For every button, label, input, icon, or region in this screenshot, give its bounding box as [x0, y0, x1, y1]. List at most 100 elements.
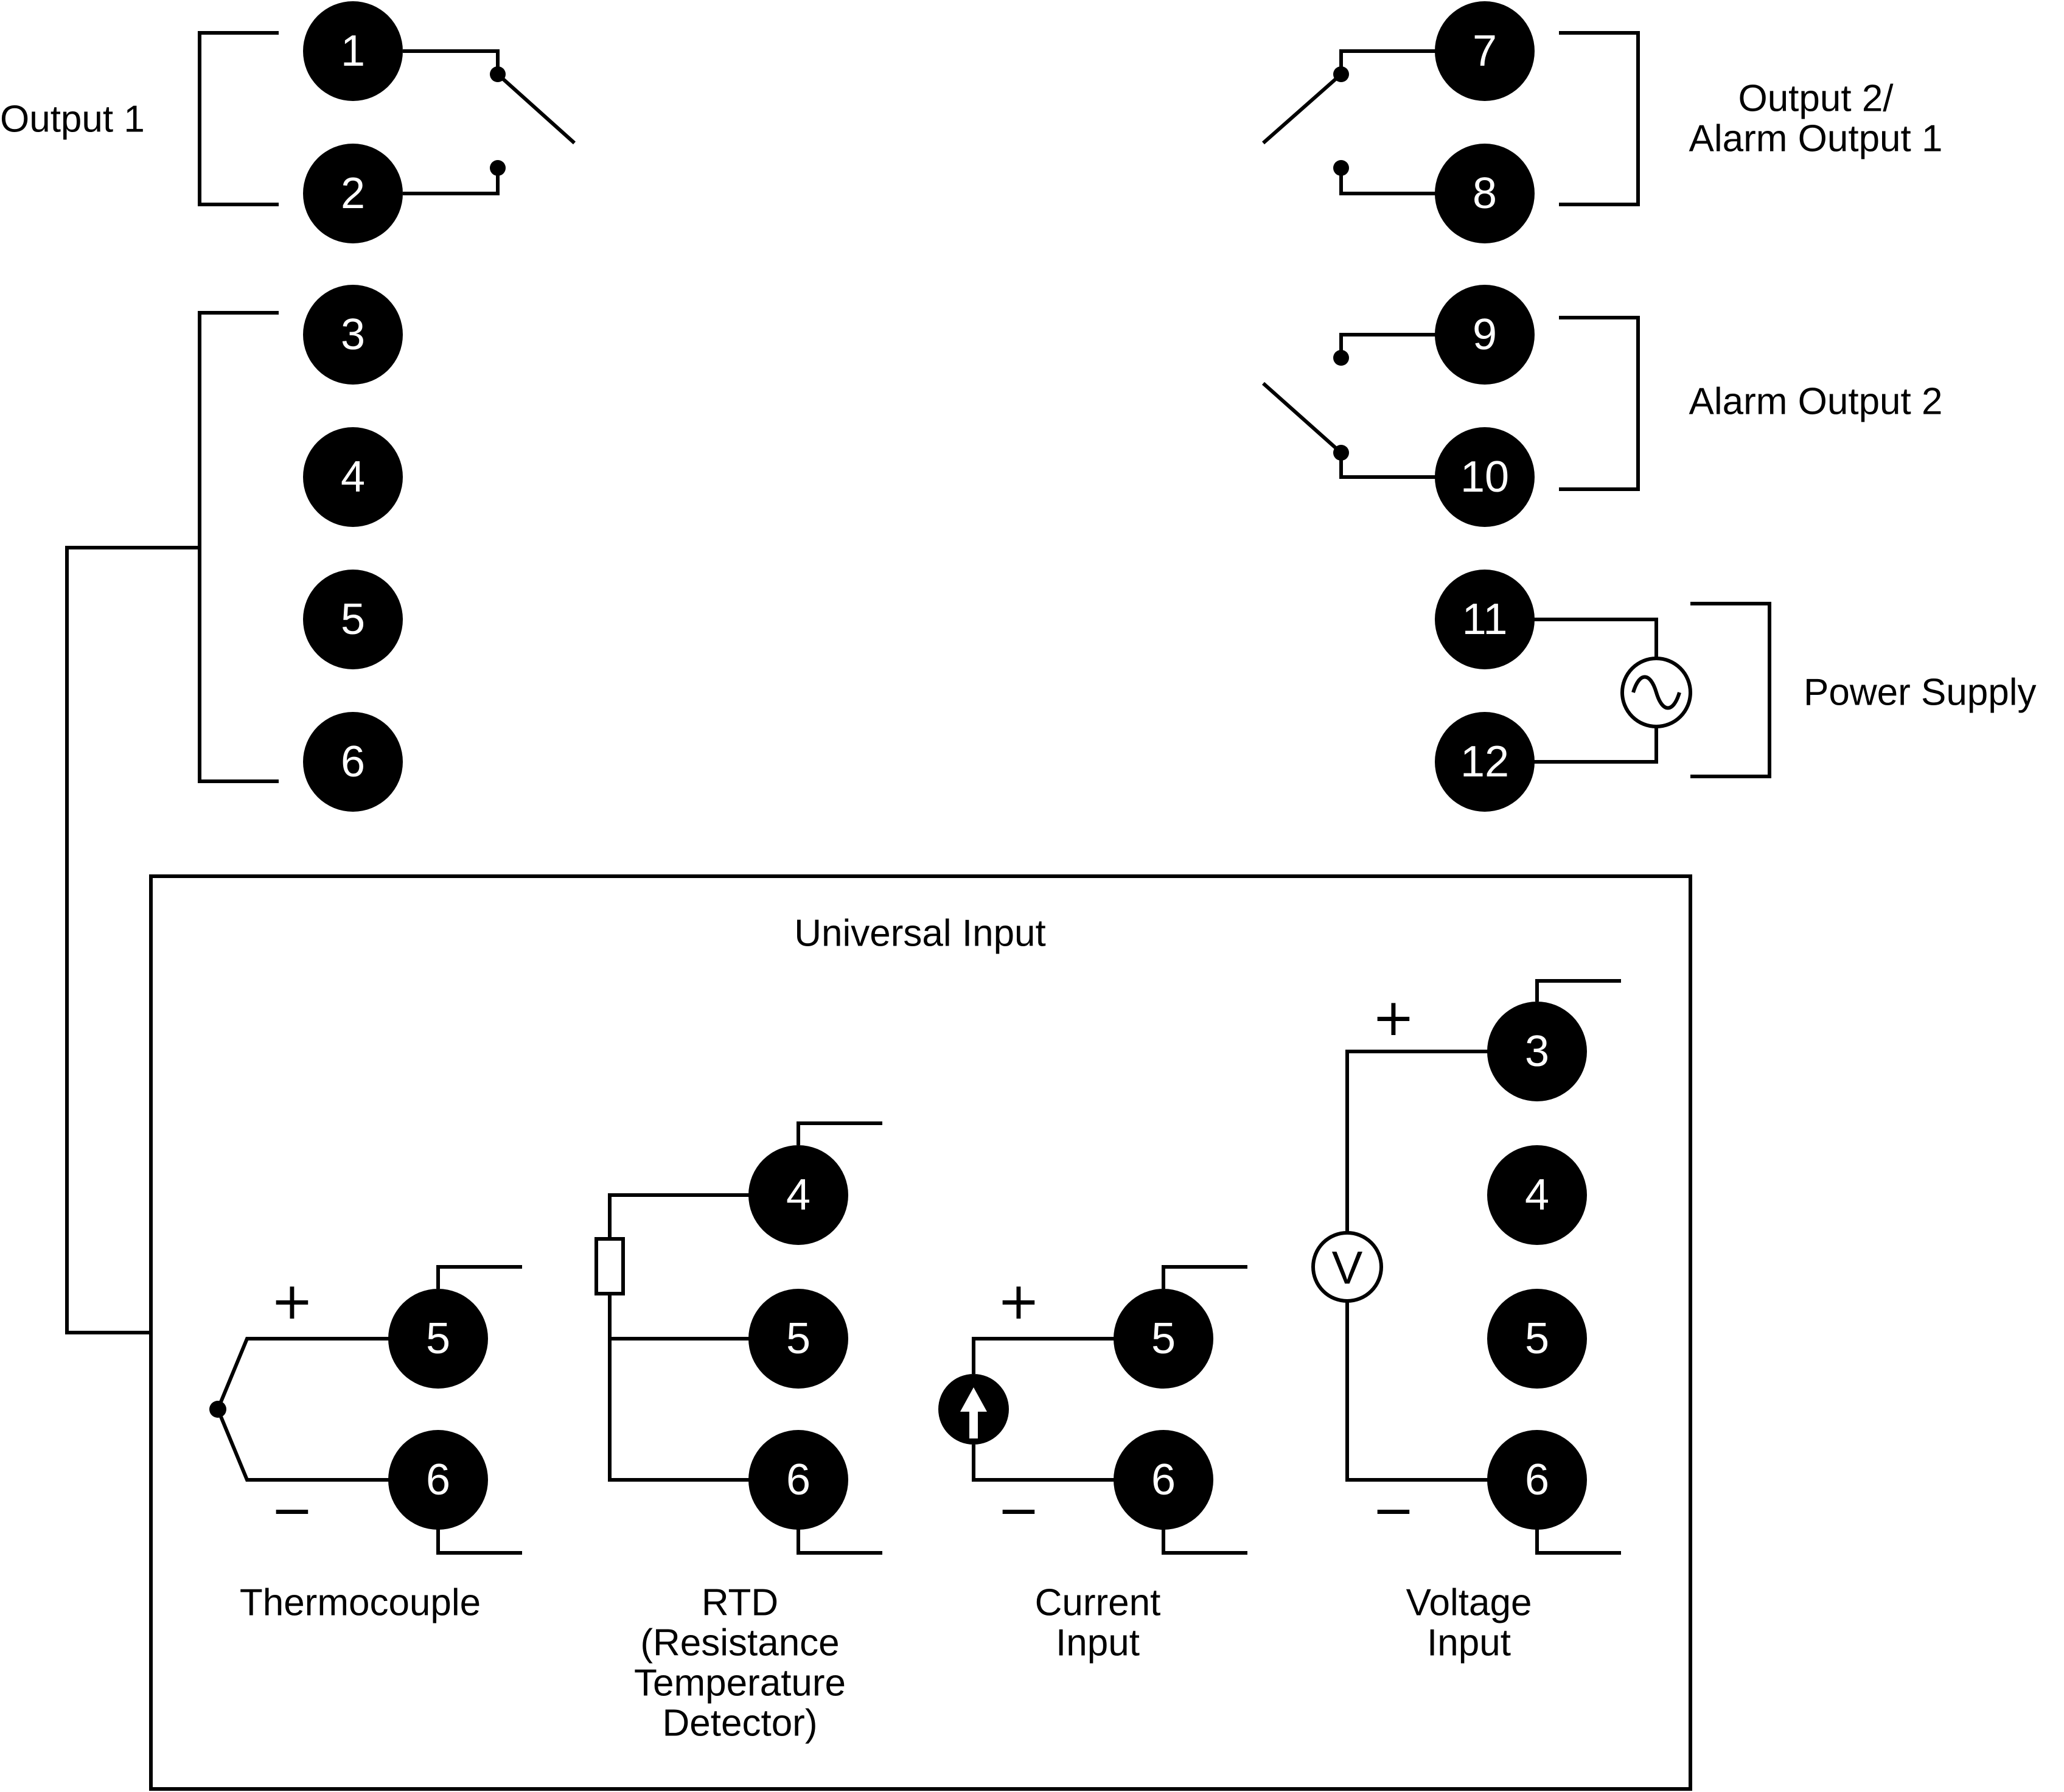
terminal-11-label: 11: [1462, 595, 1508, 644]
current-input-wires: [972, 1337, 1115, 1482]
current-input-group: + − 5 6 Current Input: [938, 1265, 1247, 1664]
rtd-terminal-6-label: 6: [786, 1456, 811, 1504]
rtd-label-line3: Temperature: [634, 1662, 846, 1704]
resistor-icon: [594, 1237, 625, 1295]
alarm2-switch-blade: [1262, 382, 1342, 455]
output1-contact-wires: [403, 49, 500, 195]
terminal-7-label: 7: [1473, 27, 1497, 75]
voltage-terminal-6-label: 6: [1525, 1456, 1549, 1504]
alarm2-label: Alarm Output 2: [1689, 381, 1943, 423]
thermocouple-minus: −: [271, 1480, 313, 1540]
voltage-terminal-4: [1487, 1145, 1587, 1245]
terminal-8-label: 8: [1473, 169, 1497, 218]
output1-contact-dot-b: [490, 160, 506, 176]
voltmeter-label: V: [1332, 1243, 1363, 1294]
output1-contact-dot-a: [490, 66, 506, 82]
terminal-6: 6: [303, 712, 403, 812]
alarm2-contact-dot-b: [1333, 445, 1349, 461]
output2-bracket: [1559, 31, 1640, 206]
current-stub-wires: [1162, 1265, 1247, 1555]
universal-input-title: Universal Input: [794, 913, 1046, 955]
power-supply-label: Power Supply: [1804, 672, 2037, 714]
voltage-terminal-5-label: 5: [1525, 1314, 1549, 1363]
thermocouple-terminal-5-label: 5: [426, 1314, 450, 1363]
output2-contact-dot-b: [1333, 160, 1349, 176]
terminal-2-label: 2: [341, 169, 365, 218]
current-minus: −: [997, 1480, 1040, 1540]
thermocouple-label: Thermocouple: [240, 1582, 481, 1624]
rtd-label-line4: Detector): [663, 1703, 818, 1745]
voltage-terminal-6: [1487, 1430, 1587, 1530]
terminal-10-label: 10: [1460, 453, 1509, 501]
output2-switch-blade: [1262, 72, 1342, 145]
terminal-5-label: 5: [341, 595, 365, 644]
universal-input-box: [149, 874, 1692, 1791]
power-wires: [1529, 618, 1658, 764]
output2-contact-dot-a: [1333, 66, 1349, 82]
terminal-9: 9: [1435, 285, 1535, 385]
voltmeter-icon: [1311, 1231, 1383, 1303]
rtd-stub-wires: [797, 1121, 882, 1555]
thermocouple-terminal-5: [388, 1289, 488, 1389]
current-plus: +: [997, 1271, 1040, 1331]
terminal-7: 7: [1435, 1, 1535, 101]
voltage-terminal-4-label: 4: [1525, 1171, 1549, 1219]
terminal-4: 4: [303, 427, 403, 527]
voltage-input-wires: [1345, 1050, 1488, 1482]
thermocouple-stub-wires: [436, 1265, 522, 1555]
output2-label-line2: Alarm Output 1: [1689, 118, 1943, 160]
terminal-2: 2: [303, 144, 403, 243]
output2-contact-wires: [1339, 49, 1437, 195]
voltage-terminal-3-label: 3: [1525, 1027, 1549, 1076]
terminal-10: 10: [1435, 427, 1535, 527]
rtd-terminal-4: [748, 1145, 848, 1245]
terminal-12: 12: [1435, 712, 1535, 812]
terminal-1-label: 1: [341, 27, 365, 75]
thermocouple-plus: +: [271, 1271, 313, 1331]
current-label-line2: Input: [1056, 1622, 1140, 1664]
terminal-9-label: 9: [1473, 310, 1497, 359]
current-terminal-5-label: 5: [1151, 1314, 1176, 1363]
current-terminal-5: [1114, 1289, 1213, 1389]
terminal-4-label: 4: [341, 453, 365, 501]
rtd-wires: [608, 1193, 750, 1482]
terminal-3-label: 3: [341, 310, 365, 359]
voltage-label-line1: Voltage: [1406, 1582, 1532, 1624]
terminal-11: 11: [1435, 570, 1535, 669]
input-bracket: [198, 311, 279, 783]
alarm2-contact-wires: [1339, 333, 1437, 479]
thermocouple-junction-dot: [209, 1401, 226, 1418]
output2-label-line1: Output 2/: [1738, 78, 1894, 120]
terminal-5: 5: [303, 570, 403, 669]
alarm2-contact-dot-a: [1333, 350, 1349, 366]
rtd-terminal-5: [748, 1289, 848, 1389]
terminal-12-label: 12: [1460, 737, 1509, 786]
voltage-minus: −: [1372, 1480, 1415, 1540]
thermocouple-group: + − 5 6 Thermocouple: [209, 1265, 522, 1624]
terminal-1: 1: [303, 1, 403, 101]
voltage-terminal-5: [1487, 1289, 1587, 1389]
rtd-group: 4 5 6 RTD (Resistance Temperature Detect…: [594, 1121, 882, 1745]
current-terminal-6-label: 6: [1151, 1456, 1176, 1504]
current-label-line1: Current: [1035, 1582, 1161, 1624]
sine-wave-icon: [1631, 675, 1681, 710]
alarm2-bracket: [1559, 316, 1640, 491]
voltage-terminal-3: [1487, 1002, 1587, 1101]
rtd-terminal-6: [748, 1430, 848, 1530]
terminal-8: 8: [1435, 144, 1535, 243]
rtd-label-line2: (Resistance: [640, 1622, 839, 1664]
rtd-terminal-4-label: 4: [786, 1171, 811, 1219]
current-terminal-6: [1114, 1430, 1213, 1530]
thermocouple-terminal-6: [388, 1430, 488, 1530]
output1-label: Output 1: [0, 99, 145, 141]
voltage-plus: +: [1372, 988, 1415, 1047]
current-arrow-icon: [960, 1387, 987, 1438]
output1-bracket: [198, 31, 279, 206]
power-bracket: [1690, 602, 1771, 778]
ac-source-symbol: [1620, 657, 1692, 728]
output1-switch-blade: [496, 72, 576, 145]
voltage-input-group: V + − 3 4 5 6 Voltage Input: [1311, 979, 1621, 1664]
rtd-terminal-5-label: 5: [786, 1314, 811, 1363]
voltage-stub-wires: [1535, 979, 1621, 1555]
